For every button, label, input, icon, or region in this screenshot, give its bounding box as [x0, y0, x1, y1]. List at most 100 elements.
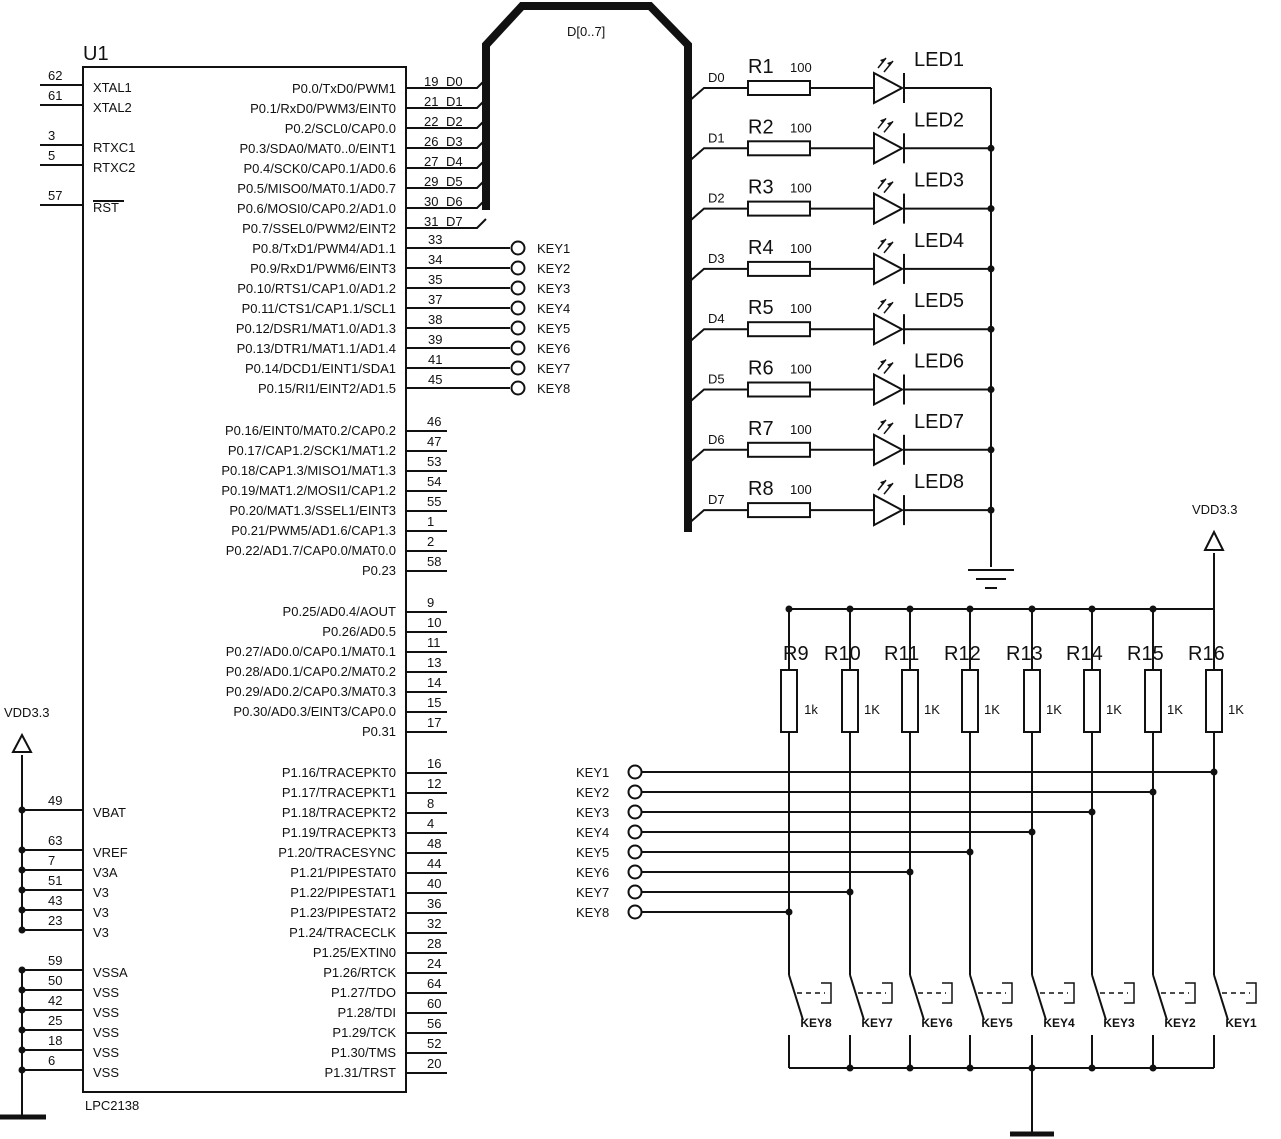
- pin-name: P0.0/TxD0/PWM1: [292, 81, 396, 96]
- pin-name: P1.16/TRACEPKT0: [282, 765, 396, 780]
- pin-name: P0.27/AD0.0/CAP0.1/MAT0.1: [226, 644, 396, 659]
- port-circle: [627, 904, 643, 920]
- pin-number: 22: [424, 114, 438, 129]
- port-label: KEY1: [537, 241, 570, 256]
- right-pin-1: P0.21/PWM5/AD1.6/CAP1.31: [231, 514, 447, 538]
- pin-number: 3: [48, 128, 55, 143]
- pin-number: 49: [48, 793, 62, 808]
- pin-number: 56: [427, 1016, 441, 1031]
- pin-name: P0.31: [362, 724, 396, 739]
- switch-KEY1: KEY1: [1213, 974, 1257, 1068]
- pin-number: 32: [427, 916, 441, 931]
- pin-number: 51: [48, 873, 62, 888]
- pin-name: V3: [93, 925, 109, 940]
- port-label: KEY5: [576, 845, 609, 860]
- pin-number: 38: [428, 312, 442, 327]
- bus-label: D[0..7]: [567, 24, 605, 39]
- res-value: 100: [790, 241, 812, 256]
- res-value: 1k: [804, 702, 818, 717]
- pin-name: P1.25/EXTIN0: [313, 945, 396, 960]
- chip-part: LPC2138: [85, 1098, 139, 1113]
- pin-name: P0.4/SCK0/CAP0.1/AD0.6: [244, 161, 396, 176]
- pin-number: 16: [427, 756, 441, 771]
- key-input-KEY6: KEY6: [576, 864, 914, 880]
- res-value: 1K: [1106, 702, 1122, 717]
- port-circle: [627, 844, 643, 860]
- res-ref: R6: [748, 358, 774, 380]
- right-pin-54: P0.19/MAT1.2/MOSI1/CAP1.254: [221, 474, 447, 498]
- res-value: 1K: [984, 702, 1000, 717]
- switch-label: KEY7: [861, 1016, 893, 1030]
- pin-number: 60: [427, 996, 441, 1011]
- port-circle: [510, 300, 526, 316]
- pin-number: 29: [424, 174, 438, 189]
- switch-KEY3: KEY3: [1088, 974, 1135, 1072]
- res-ref: R1: [748, 56, 774, 78]
- resistor-body: [1083, 669, 1101, 733]
- switch-label: KEY4: [1043, 1016, 1075, 1030]
- pin-number: 10: [427, 615, 441, 630]
- pin-number: 55: [427, 494, 441, 509]
- res-ref: R11: [884, 643, 919, 665]
- pin-name: P0.3/SDA0/MAT0..0/EINT1: [239, 141, 396, 156]
- right-pin-47: P0.17/CAP1.2/SCK1/MAT1.247: [228, 434, 447, 458]
- pin-name: RTXC2: [93, 160, 135, 175]
- pin-name: P0.28/AD0.1/CAP0.2/MAT0.2: [226, 664, 396, 679]
- pin-name: P0.13/DTR1/MAT1.1/AD1.4: [237, 341, 396, 356]
- switch-KEY5: KEY5: [966, 974, 1013, 1072]
- key-input-KEY4: KEY4: [576, 824, 1036, 840]
- res-ref: R13: [1006, 643, 1043, 665]
- switch-KEY2: KEY2: [1149, 974, 1196, 1072]
- pin-net: D4: [446, 154, 463, 169]
- pin-number: 36: [427, 896, 441, 911]
- pin-number: 19: [424, 74, 438, 89]
- pin-name: V3A: [93, 865, 118, 880]
- pin-number: 17: [427, 715, 441, 730]
- right-pin-2: P0.22/AD1.7/CAP0.0/MAT0.02: [226, 534, 447, 558]
- pin-number: 20: [427, 1056, 441, 1071]
- resistor-R2: [747, 140, 811, 157]
- pin-name: P0.25/AD0.4/AOUT: [283, 604, 396, 619]
- pin-number: 30: [424, 194, 438, 209]
- port-circle: [510, 340, 526, 356]
- pin-name: P0.10/RTS1/CAP1.0/AD1.2: [237, 281, 396, 296]
- right-pin-16: P1.16/TRACEPKT0 16: [282, 756, 447, 780]
- pin-name: P1.31/TRST: [324, 1065, 396, 1080]
- pin-name: P1.24/TRACECLK: [289, 925, 396, 940]
- pin-name: P1.17/TRACEPKT1: [282, 785, 396, 800]
- pin-name: P0.14/DCD1/EINT1/SDA1: [245, 361, 396, 376]
- port-circle: [510, 320, 526, 336]
- resistor-R6: [747, 381, 811, 398]
- resistor-body: [961, 669, 979, 733]
- pin-name: P0.1/RxD0/PWM3/EINT0: [250, 101, 396, 116]
- led-ref: LED5: [914, 290, 964, 312]
- led-net: D7: [708, 492, 725, 507]
- chip-body: [82, 66, 407, 1093]
- pin-name: P1.29/TCK: [332, 1025, 396, 1040]
- pin-number: 27: [424, 154, 438, 169]
- right-pin-17: P0.31 17: [362, 715, 447, 739]
- right-pin-46: P0.16/EINT0/MAT0.2/CAP0.246: [225, 414, 447, 438]
- svg-text:VDD3.3: VDD3.3: [1192, 502, 1238, 517]
- chip-ground-symbol: [0, 973, 46, 1120]
- pin-number: 35: [428, 272, 442, 287]
- port-circle: [627, 804, 643, 820]
- res-value: 100: [790, 120, 812, 135]
- led-net: D1: [708, 130, 725, 145]
